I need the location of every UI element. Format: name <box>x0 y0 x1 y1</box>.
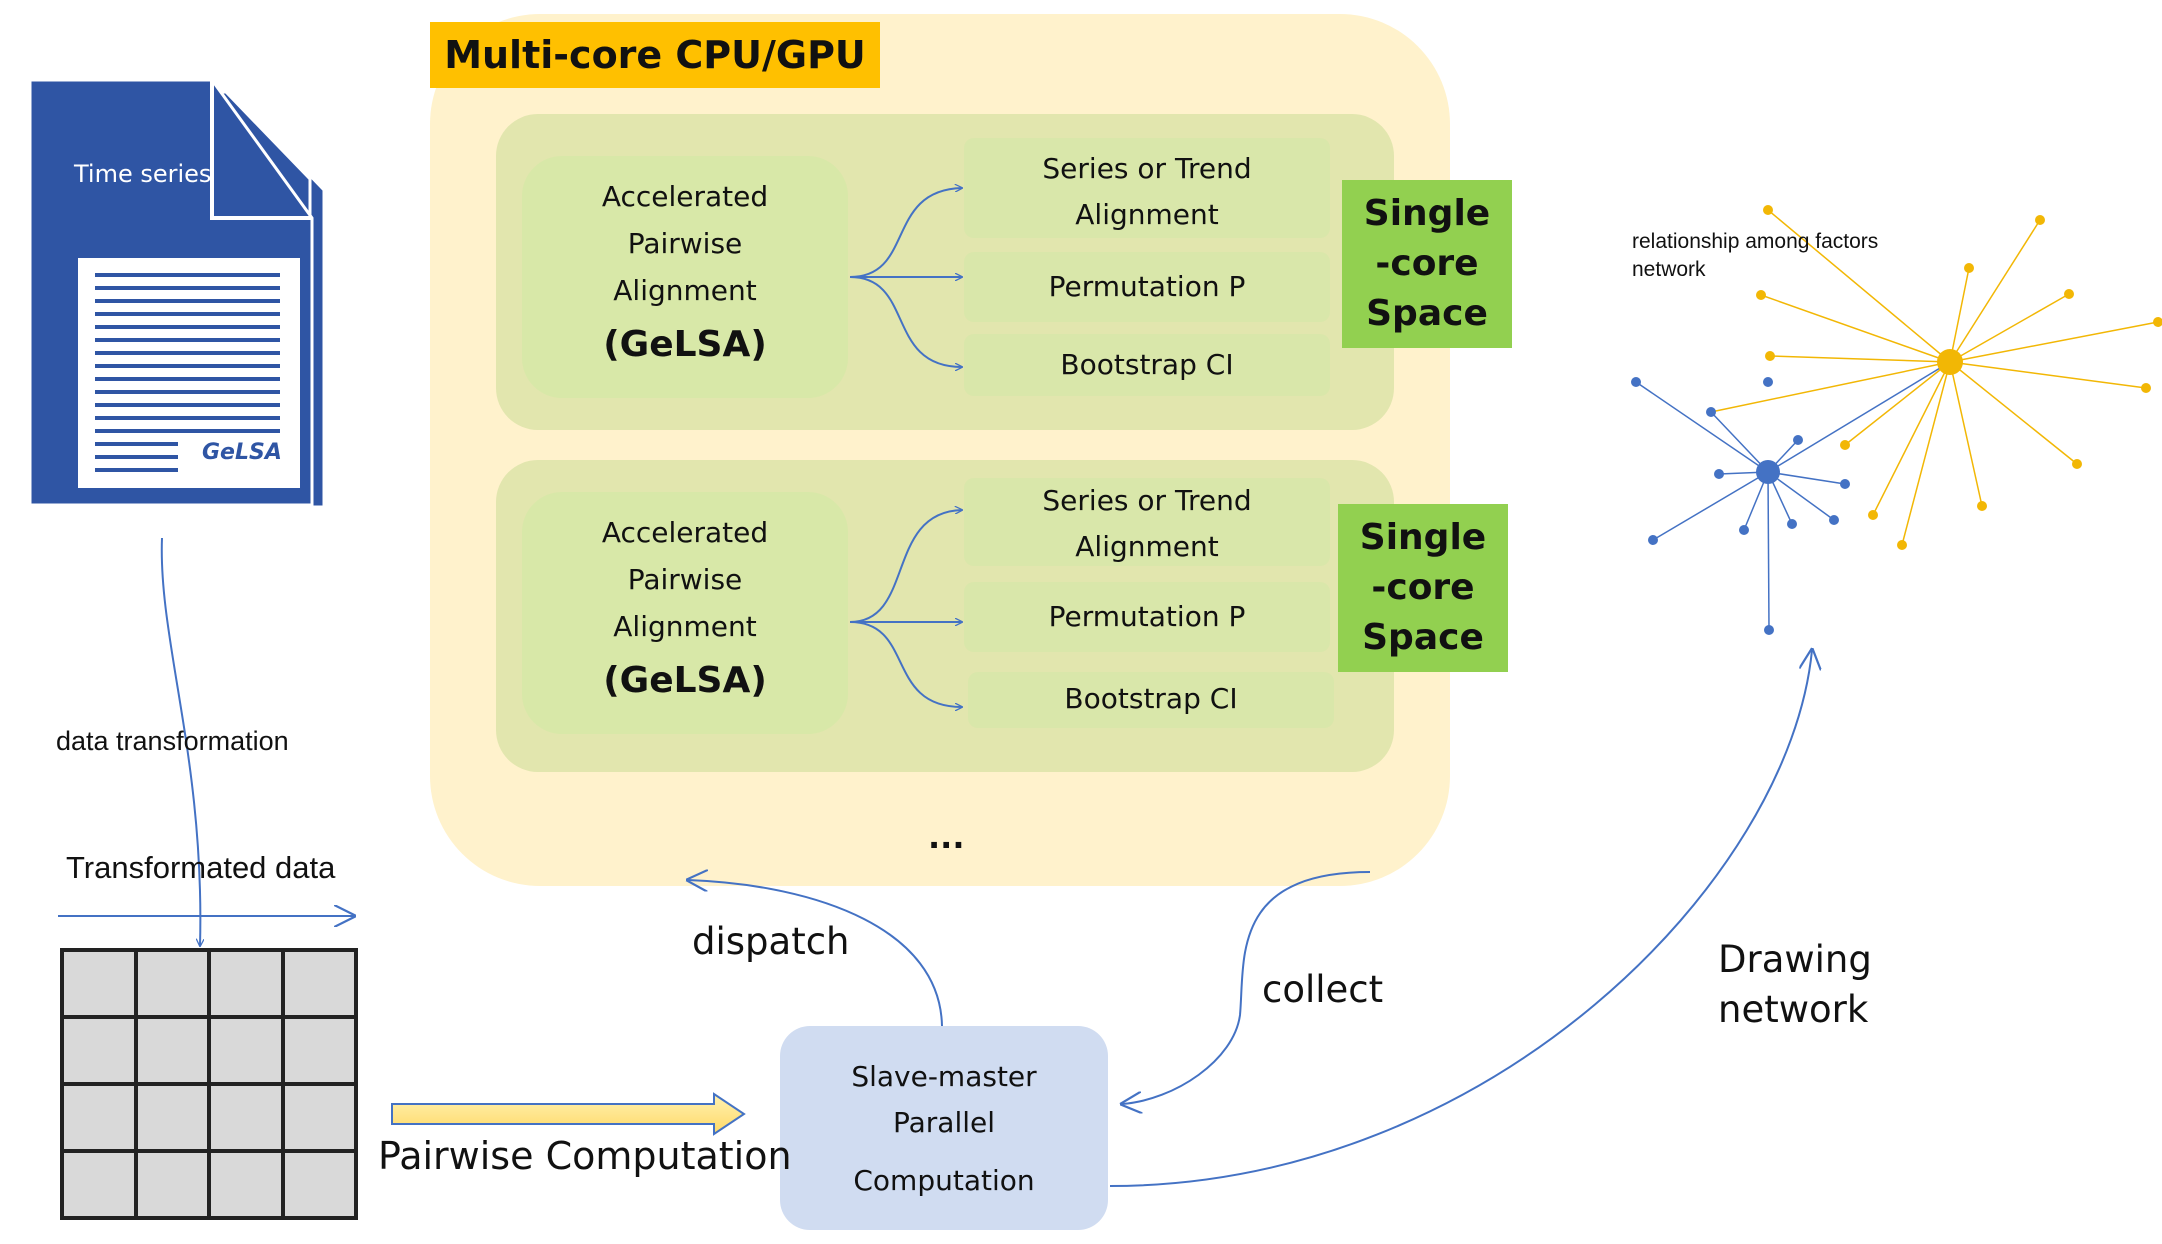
dispatch-arrow <box>688 880 943 1027</box>
collect-label: collect <box>1262 968 1384 1011</box>
gelsa-line: Pairwise <box>627 563 743 596</box>
transformated-data-label: Transformated data <box>66 850 336 885</box>
document-title: Time series <box>74 160 212 188</box>
pairwise-computation-arrow <box>391 1092 746 1136</box>
task-permutation: Permutation P <box>964 252 1330 322</box>
data-transformation-arrow <box>160 537 201 946</box>
collect-arrow <box>1122 871 1371 1104</box>
gelsa-line: Pairwise <box>627 227 743 260</box>
data-grid-icon <box>60 948 358 1220</box>
single-core-space-2: Single -core Space <box>1338 504 1508 672</box>
drawing-network-label: network <box>1718 988 1869 1031</box>
grid-cell <box>282 950 356 1017</box>
gelsa-line: Alignment <box>613 610 757 643</box>
grid-cell <box>209 1151 283 1218</box>
branch-arrows-2 <box>849 510 962 707</box>
slave-master-box: Slave-master Parallel Computation <box>780 1026 1108 1230</box>
drawing-network-arrow <box>1109 650 1812 1187</box>
gelsa-box-2: Accelerated Pairwise Alignment (GeLSA) <box>522 492 848 734</box>
document-stack-icon <box>28 78 326 509</box>
grid-cell <box>62 1017 136 1084</box>
grid-cell <box>135 1151 209 1218</box>
single-core-space-1: Single -core Space <box>1342 180 1512 348</box>
more-groups-ellipsis: ... <box>928 818 965 856</box>
grid-cell <box>209 950 283 1017</box>
network-caption: relationship among factors <box>1632 230 1879 253</box>
gelsa-box-1: Accelerated Pairwise Alignment (GeLSA) <box>522 156 848 398</box>
grid-cell <box>282 1084 356 1151</box>
drawing-network-label: Drawing <box>1718 938 1872 981</box>
grid-cell <box>135 1017 209 1084</box>
branch-arrows-1 <box>849 188 962 367</box>
data-transformation-label: data transformation <box>56 726 289 756</box>
grid-cell <box>135 1084 209 1151</box>
task-permutation: Permutation P <box>964 582 1330 652</box>
task-series-alignment: Series or Trend Alignment <box>964 478 1330 566</box>
task-bootstrap: Bootstrap CI <box>964 334 1330 396</box>
grid-cell <box>282 1017 356 1084</box>
task-bootstrap: Bootstrap CI <box>968 672 1334 728</box>
grid-cell <box>209 1017 283 1084</box>
gelsa-line: Alignment <box>613 274 757 307</box>
grid-cell <box>135 950 209 1017</box>
grid-cell <box>209 1084 283 1151</box>
gelsa-label: (GeLSA) <box>603 660 767 701</box>
pairwise-computation-label: Pairwise Computation <box>378 1134 792 1178</box>
task-series-alignment: Series or Trend Alignment <box>964 138 1330 238</box>
grid-cell <box>62 1084 136 1151</box>
document-watermark: GeLSA <box>202 440 282 465</box>
grid-cell <box>62 950 136 1017</box>
network-caption: network <box>1632 258 1706 281</box>
dispatch-label: dispatch <box>692 920 850 963</box>
grid-cell <box>62 1151 136 1218</box>
network-graph-icon <box>1631 205 2162 635</box>
gelsa-label: (GeLSA) <box>603 324 767 365</box>
grid-cell <box>282 1151 356 1218</box>
multicore-title: Multi-core CPU/GPU <box>430 22 880 88</box>
gelsa-line: Accelerated <box>601 516 769 549</box>
gelsa-line: Accelerated <box>601 180 769 213</box>
